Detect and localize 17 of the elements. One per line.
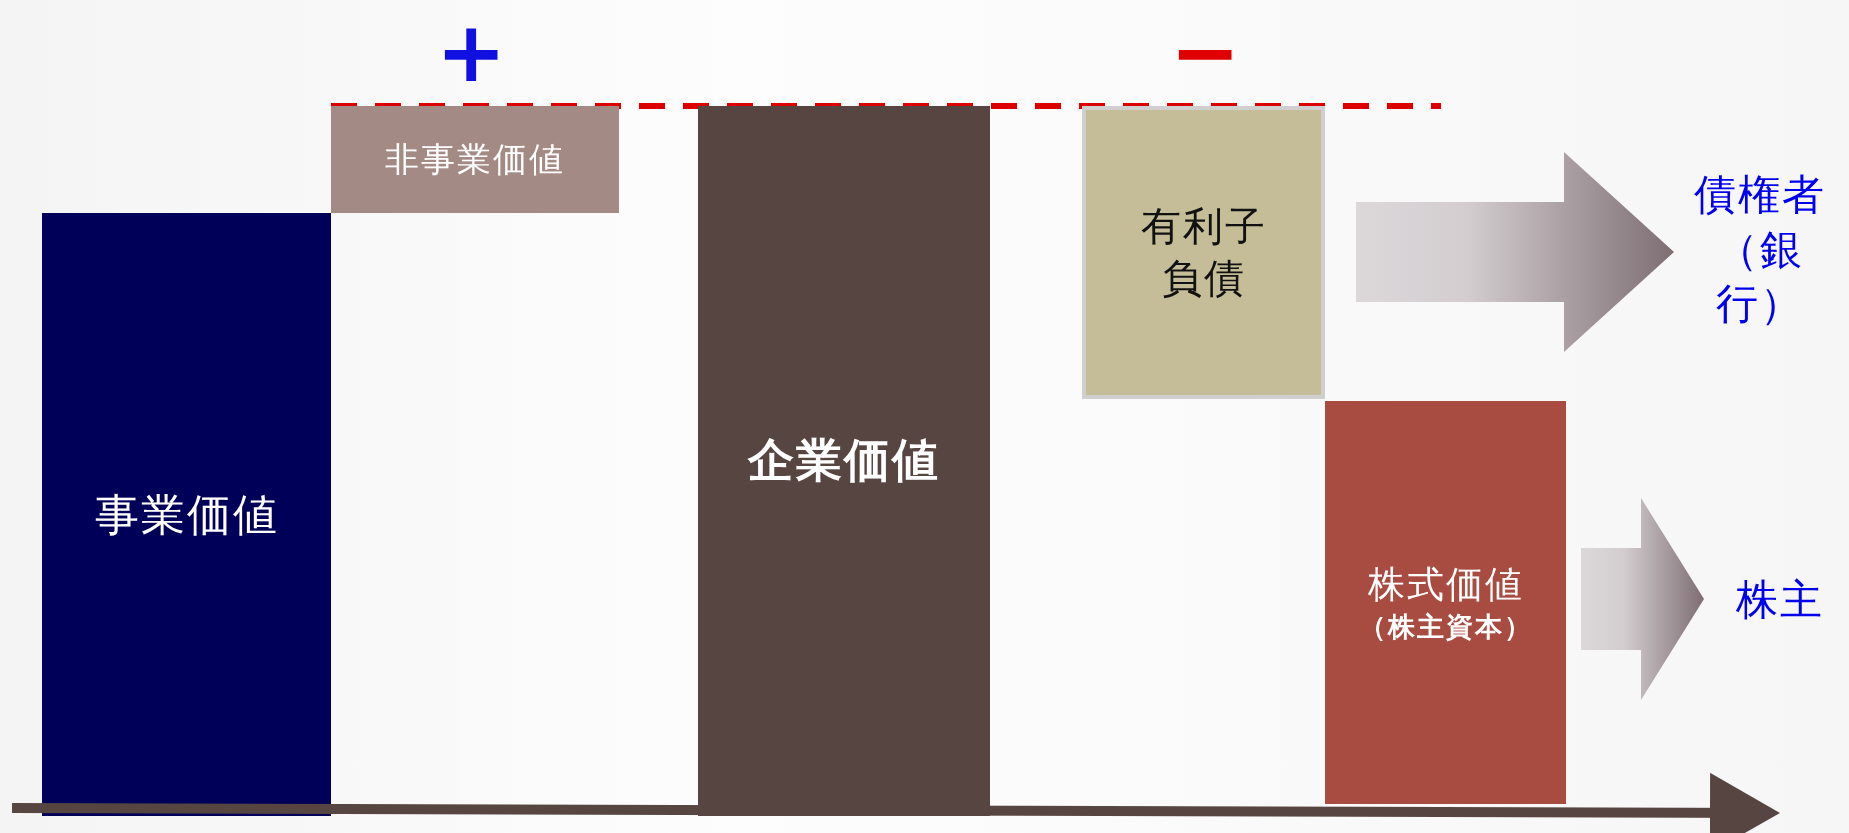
bar — [42, 213, 331, 816]
label-text: 事業価値 — [94, 487, 279, 542]
sign-text: − — [1170, 10, 1241, 94]
label-text: 有利子負債 — [1139, 202, 1268, 303]
sign-text: + — [436, 10, 507, 94]
label-text: 株式価値 — [1367, 561, 1524, 608]
bar — [1082, 106, 1325, 399]
block-arrow — [1356, 152, 1674, 352]
bar — [698, 106, 990, 816]
label-text: 債権者（銀行） — [1693, 169, 1827, 331]
label-text: 株主 — [1736, 573, 1824, 626]
bar — [331, 106, 619, 213]
bar — [1325, 401, 1566, 804]
label-text: 企業価値 — [748, 432, 940, 490]
label-text: （株主資本） — [1358, 610, 1533, 644]
block-arrow — [1581, 498, 1704, 700]
label-text: 非事業価値 — [385, 138, 565, 182]
